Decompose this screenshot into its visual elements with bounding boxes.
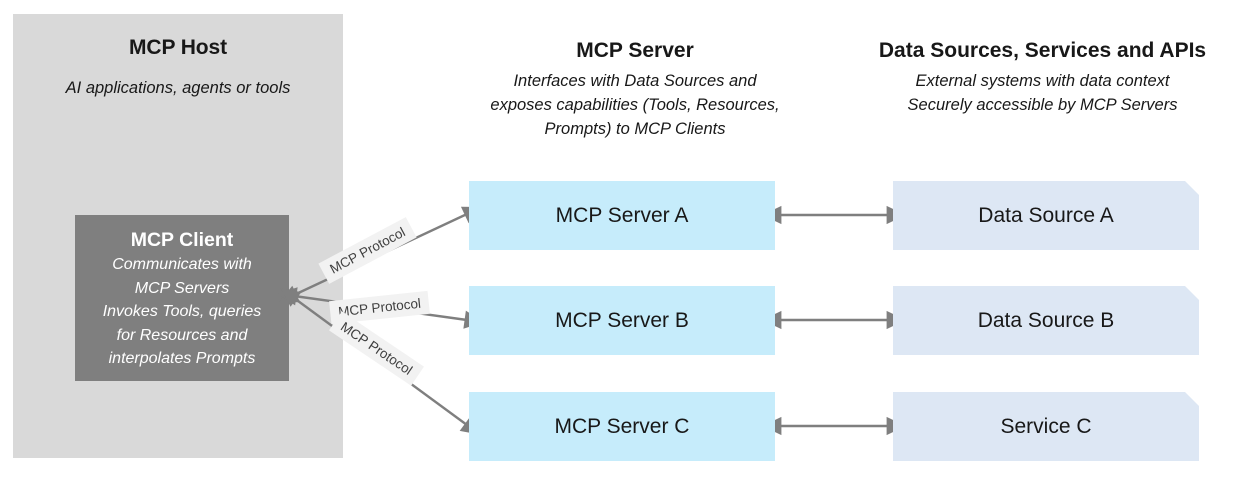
mcp-client-subtitle-line-3: for Resources and [116,326,248,344]
mcp-host-title: MCP Host [129,36,227,59]
mcp-client-subtitle-line-0: Communicates with [112,256,252,273]
mcp-server-c-box[interactable]: MCP Server C [469,392,775,461]
data-sources-subtitle-line-0: External systems with data context [915,72,1170,90]
service-c-box[interactable]: Service C [893,392,1199,461]
data-sources-column-subtitle: External systems with data context Secur… [855,69,1230,117]
mcp-server-column-title: MCP Server [576,39,694,62]
mcp-server-subtitle-line-2: Prompts) to MCP Clients [544,120,726,138]
mcp-protocol-label-c: MCP Protocol [329,311,424,386]
data-sources-column-header: Data Sources, Services and APIs External… [855,38,1230,117]
mcp-client-title: MCP Client [130,229,234,251]
mcp-client-subtitle-line-1: MCP Servers [134,279,230,297]
data-sources-subtitle-line-1: Securely accessible by MCP Servers [907,96,1178,114]
mcp-host-subtitle: AI applications, agents or tools [65,79,291,97]
mcp-client-box[interactable]: MCP Client Communicates with MCP Servers… [75,215,289,381]
data-source-a-box[interactable]: Data Source A [893,181,1199,250]
mcp-server-subtitle-line-1: exposes capabilities (Tools, Resources, [490,96,780,114]
mcp-client-subtitle-line-2: Invokes Tools, queries [102,303,262,320]
mcp-server-subtitle-line-0: Interfaces with Data Sources and [513,72,757,90]
mcp-server-column-header: MCP Server Interfaces with Data Sources … [455,38,815,141]
mcp-server-column-subtitle: Interfaces with Data Sources and exposes… [455,69,815,141]
mcp-server-b-box[interactable]: MCP Server B [469,286,775,355]
data-source-b-box[interactable]: Data Source B [893,286,1199,355]
data-sources-column-title: Data Sources, Services and APIs [878,39,1207,62]
mcp-client-subtitle-line-4: interpolates Prompts [108,350,256,367]
mcp-server-a-box[interactable]: MCP Server A [469,181,775,250]
